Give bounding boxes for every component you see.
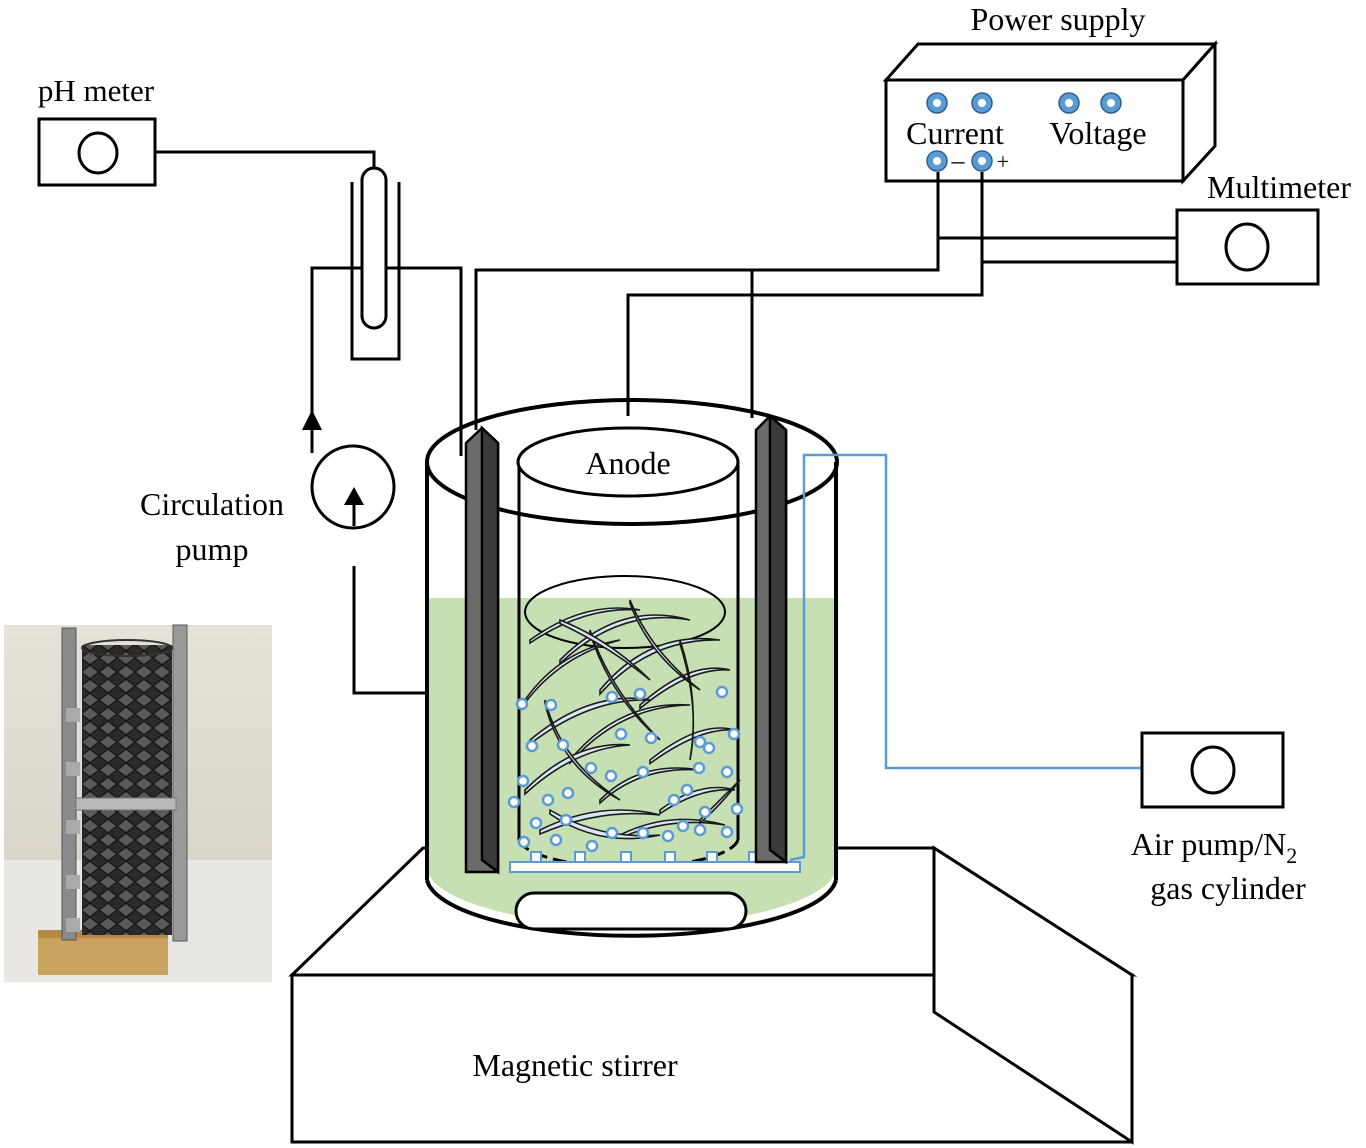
circulation-pump-arrow-icon xyxy=(344,487,364,505)
bubble-icon xyxy=(636,826,650,840)
bubble-icon xyxy=(605,690,619,704)
anode-basket xyxy=(516,426,740,869)
circulation-pump xyxy=(310,444,396,530)
diffuser-nozzle-icon xyxy=(620,851,632,863)
ph-meter xyxy=(37,117,157,187)
bubble-icon xyxy=(715,685,729,699)
bubble-icon xyxy=(693,823,707,837)
bubble-icon xyxy=(730,802,744,816)
metal-chip-icon xyxy=(549,808,661,840)
terminal-knob-icon xyxy=(1100,92,1122,114)
anode-label: Anode xyxy=(585,445,670,481)
air-diffuser xyxy=(509,851,801,873)
circulation-pump-label-2: pump xyxy=(176,531,249,567)
multimeter-label: Multimeter xyxy=(1207,169,1351,205)
air-pump-label-2: gas cylinder xyxy=(1150,870,1306,906)
metal-chip-icon xyxy=(679,639,695,761)
metal-chip-icon xyxy=(559,614,691,666)
magnetic-stirrer-label: Magnetic stirrer xyxy=(472,1047,678,1083)
reactor-photo-inset xyxy=(4,624,272,982)
terminal-knob-icon xyxy=(971,92,993,114)
power-supply-label: Power supply xyxy=(970,1,1145,37)
multimeter xyxy=(1175,208,1320,286)
voltage-label: Voltage xyxy=(1049,115,1146,151)
bubble-icon xyxy=(525,739,539,753)
bubble-icon xyxy=(544,698,558,712)
bubble-icon xyxy=(516,774,530,788)
bubble-icon xyxy=(529,816,543,830)
air-bubbles xyxy=(507,685,744,853)
metal-chip-icon xyxy=(629,599,701,691)
terminal-knobs xyxy=(926,92,1122,172)
current-label: Current xyxy=(906,115,1004,151)
bubble-icon xyxy=(541,793,555,807)
cathode-plates xyxy=(464,413,788,875)
diffuser-nozzle-icon xyxy=(664,851,676,863)
bubble-icon xyxy=(561,786,575,800)
circulation-pump-label-1: Circulation xyxy=(140,486,284,522)
bubble-icon xyxy=(636,765,650,779)
multimeter-dial-icon xyxy=(1224,222,1270,272)
air-pump-label-1: Air pump/N2 xyxy=(1131,826,1298,868)
bubble-icon xyxy=(549,833,563,847)
air-line xyxy=(789,453,1142,862)
circulation-loop xyxy=(310,266,427,695)
air-pump-dial-icon xyxy=(1190,745,1236,795)
diffuser-nozzle-icon xyxy=(574,851,586,863)
metal-chip-icon xyxy=(529,607,641,645)
bubble-icon xyxy=(604,769,618,783)
minus-label: – xyxy=(951,146,966,175)
bubble-icon xyxy=(702,741,716,755)
bubble-icon xyxy=(507,795,521,809)
bubble-icon xyxy=(614,727,628,741)
diffuser-nozzle-icon xyxy=(706,851,718,863)
metal-chip-icon xyxy=(569,703,691,766)
ph-probe xyxy=(350,166,401,361)
bubble-icon xyxy=(605,826,619,840)
metal-chip-icon xyxy=(524,639,621,706)
air-pump-label-subscript: 2 xyxy=(1286,843,1297,868)
metal-chip-icon xyxy=(529,697,651,746)
bubble-icon xyxy=(584,761,598,775)
terminal-knob-icon xyxy=(1058,92,1080,114)
bubble-icon xyxy=(585,839,599,853)
bubble-icon xyxy=(633,687,647,701)
terminal-knob-icon xyxy=(926,92,948,114)
stir-bar xyxy=(514,891,748,931)
bubble-icon xyxy=(692,761,706,775)
air-pump xyxy=(1140,731,1285,809)
ph-meter-dial-icon xyxy=(77,131,119,175)
photo-mesh-icon xyxy=(82,645,172,935)
bubble-icon xyxy=(515,697,529,711)
terminal-knob-icon xyxy=(926,150,948,172)
photo-plate-icon xyxy=(61,627,77,941)
bubble-icon xyxy=(676,819,690,833)
ph-meter-label: pH meter xyxy=(38,73,155,108)
bubble-icon xyxy=(693,735,707,749)
flow-up-arrow-icon xyxy=(302,410,322,430)
photo-base-icon xyxy=(38,935,168,975)
bubble-icon xyxy=(727,727,741,741)
bubble-icon xyxy=(644,731,658,745)
metal-chip-icon xyxy=(589,629,661,741)
terminal-knob-icon xyxy=(971,150,993,172)
bubble-icon xyxy=(720,825,734,839)
bubble-icon xyxy=(720,765,734,779)
bubble-icon xyxy=(517,835,531,849)
wiring xyxy=(155,150,1177,456)
bubble-icon xyxy=(680,783,694,797)
bubble-icon xyxy=(559,813,573,827)
plus-label: + xyxy=(997,149,1009,174)
outer-cylinder xyxy=(425,398,839,938)
bubble-icon xyxy=(667,793,681,807)
bubble-icon xyxy=(556,738,570,752)
diffuser-nozzle-icon xyxy=(530,851,542,863)
metal-chip-icon xyxy=(524,743,631,796)
metal-chip-icon xyxy=(544,699,621,801)
air-pump-label-main: Air pump/N xyxy=(1131,826,1287,862)
metal-chip-icon xyxy=(559,618,651,681)
bubble-icon xyxy=(698,805,712,819)
bubble-icon xyxy=(661,829,675,843)
